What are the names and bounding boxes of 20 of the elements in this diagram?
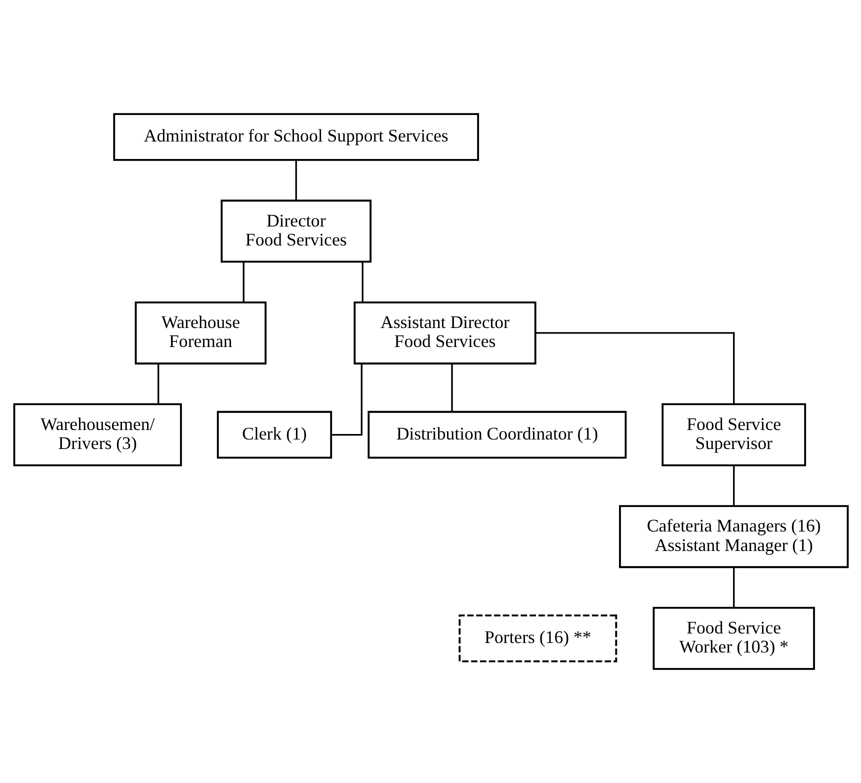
connector: [450, 364, 452, 412]
node-box: Porters (16) **: [458, 614, 617, 662]
node-box: Warehousemen/ Drivers (3): [12, 403, 182, 466]
connector: [242, 262, 244, 302]
connector: [294, 160, 296, 200]
node-box: Food Service Worker (103) *: [652, 606, 814, 670]
connector: [157, 364, 159, 404]
connector: [732, 567, 734, 608]
node-box: Food Service Supervisor: [661, 403, 806, 466]
node-box: Clerk (1): [216, 410, 332, 459]
node-box: Distribution Coordinator (1): [367, 410, 626, 459]
connector: [330, 364, 362, 436]
connector: [361, 262, 363, 302]
node-box: Cafeteria Managers (16) Assistant Manager (1): [618, 505, 848, 568]
node-box: Assistant Director Food Services: [353, 301, 536, 364]
node-box: Director Food Services: [220, 200, 371, 263]
connector: [535, 332, 734, 404]
connector: [732, 465, 734, 506]
node-box: Warehouse Foreman: [134, 301, 266, 364]
node-box: Administrator for School Support Services: [112, 113, 479, 161]
